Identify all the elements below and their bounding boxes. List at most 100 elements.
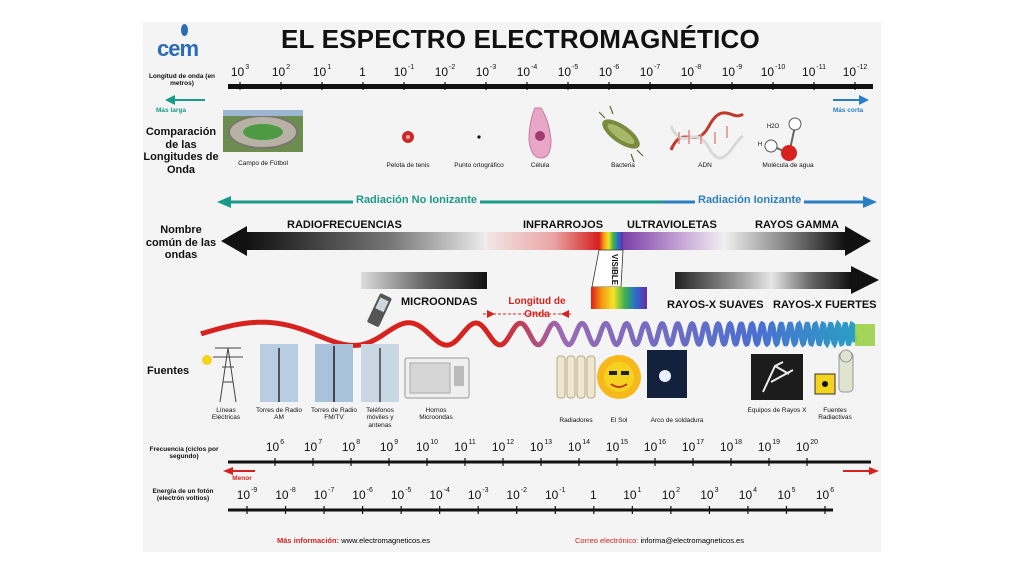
tick-label: 108 xyxy=(341,439,361,454)
mail-label: Correo electrónico: xyxy=(575,536,639,545)
tick-label: 10-5 xyxy=(390,487,412,502)
tick-label: 1016 xyxy=(643,439,667,454)
mail-address[interactable]: informa@electromagneticos.es xyxy=(640,536,744,545)
logo-text: cem xyxy=(157,36,199,61)
tick-label: 10-2 xyxy=(506,487,528,502)
tick-label: 10-4 xyxy=(516,64,538,79)
comparison-label: Comparación de las Longitudes de Onda xyxy=(143,126,219,176)
tick-label: 1019 xyxy=(757,439,781,454)
tick-label: 102 xyxy=(271,64,291,79)
water-h2o-label: H2O xyxy=(766,124,780,130)
non-ionizing-label: Radiación No Ionizante xyxy=(353,194,481,206)
radiator-picture xyxy=(556,355,596,399)
spectrum-poster: cem EL ESPECTRO ELECTROMAGNÉTICO Longitu… xyxy=(143,22,881,552)
tick-label: 101 xyxy=(623,487,642,502)
tick-label: 1014 xyxy=(567,439,591,454)
frequency-axis-ticks xyxy=(274,458,808,466)
bacteria-picture xyxy=(598,105,644,163)
sources-label: Fuentes xyxy=(147,365,190,377)
source-radioactive: Fuentes Radiactivas xyxy=(818,407,852,422)
tick-label: 10-3 xyxy=(467,487,489,502)
page-title: EL ESPECTRO ELECTROMAGNÉTICO xyxy=(281,24,760,54)
footer-mail: Correo electrónico: informa@electromagne… xyxy=(575,536,744,545)
source-fm-tower: Torres de Radio FM/TV xyxy=(311,407,357,422)
tick-label: 10-5 xyxy=(557,64,579,79)
tick-label: 105 xyxy=(777,487,796,502)
energy-axis-ticks xyxy=(246,506,826,514)
tick-label: 1 xyxy=(359,65,366,79)
water-label: Molécula de agua xyxy=(762,162,814,169)
tennis-ball-label: Pelota de tenis xyxy=(386,162,430,169)
phone-picture xyxy=(367,293,392,327)
tick-label: 10-7 xyxy=(639,64,661,79)
non-ionizing-arrowhead xyxy=(217,196,231,208)
wavelength-label: Longitud de onda (en metros) xyxy=(148,73,216,88)
source-sun: El Sol xyxy=(610,417,628,424)
dot-label: Punto ortográfico xyxy=(454,162,504,169)
ultraviolet-band xyxy=(623,232,723,250)
poster-graphics xyxy=(165,82,879,514)
wavelength-marker-label: Longitud de Onda xyxy=(508,296,566,320)
cem-logo: cem xyxy=(155,24,215,66)
cell-picture xyxy=(528,107,552,159)
ultraviolet-label: ULTRAVIOLETAS xyxy=(627,219,717,231)
tick-label: 10-2 xyxy=(434,64,456,79)
source-am-tower: Torres de Radio AM xyxy=(256,407,302,422)
source-microwave: Hornos Microondas xyxy=(419,407,453,422)
tick-label: 10-1 xyxy=(544,487,566,502)
tick-label: 103 xyxy=(700,487,719,502)
radioactive-picture xyxy=(814,349,854,395)
band-left-arrowhead xyxy=(221,226,247,256)
info-label: Más información: xyxy=(277,536,340,545)
water-h-label: H xyxy=(757,142,763,148)
hard-xray-band xyxy=(771,272,851,289)
tick-label: 107 xyxy=(303,439,323,454)
infrared-label: INFRARROJOS xyxy=(523,219,604,231)
footer-info: Más información: www.electromagneticos.e… xyxy=(277,536,430,545)
tick-label: 10-9 xyxy=(721,64,743,79)
tick-label: 10-9 xyxy=(236,487,258,502)
info-url[interactable]: www.electromagneticos.es xyxy=(341,536,430,545)
tick-label: 1 xyxy=(589,488,597,502)
source-xray: Equipos de Rayos X xyxy=(747,407,807,414)
source-power-lines: Líneas Eléctricas xyxy=(211,407,241,422)
tick-label: 102 xyxy=(661,487,680,502)
tick-label: 103 xyxy=(230,64,250,79)
tick-label: 10-7 xyxy=(313,487,335,502)
source-welding: Arco de soldadura xyxy=(650,417,704,424)
stadium-label: Campo de Fútbol xyxy=(238,160,288,167)
gamma-label: RAYOS GAMMA xyxy=(755,219,839,231)
tick-label: 10-4 xyxy=(429,487,450,502)
ionizing-arrowhead xyxy=(863,196,877,208)
tick-label: 109 xyxy=(379,439,399,454)
microwave-band xyxy=(361,272,487,289)
water-molecule-picture xyxy=(764,117,802,161)
dna-label: ADN xyxy=(698,162,712,169)
tick-label: 10-1 xyxy=(393,64,415,79)
power-line-picture xyxy=(202,347,243,403)
visible-band xyxy=(599,232,623,250)
sun-picture xyxy=(597,355,641,399)
dot-picture xyxy=(477,135,481,139)
visible-label: VISIBLE xyxy=(610,254,619,286)
wavelength-axis-bar xyxy=(228,84,873,89)
tick-label: 1017 xyxy=(681,439,705,454)
tick-label: 101 xyxy=(312,64,332,79)
infrared-band xyxy=(487,232,599,250)
tick-label: 104 xyxy=(738,487,758,502)
wave-end xyxy=(855,324,875,346)
shorter-arrow-head xyxy=(859,95,869,105)
common-names-label: Nombre común de las ondas xyxy=(145,224,217,262)
cell-label: Célula xyxy=(530,162,550,169)
tick-label: 1013 xyxy=(529,439,553,454)
tick-label: 1015 xyxy=(605,439,629,454)
tick-label: 10-12 xyxy=(842,64,868,79)
dna-picture xyxy=(669,111,744,160)
microwaves-label: MICROONDAS xyxy=(401,296,478,308)
radio-label: RADIOFRECUENCIAS xyxy=(287,219,402,231)
tick-label: 1011 xyxy=(454,439,476,454)
hard-xray-arrowhead xyxy=(851,266,879,294)
radio-band xyxy=(247,232,487,250)
soft-xray-label: RAYOS-X SUAVES xyxy=(667,299,764,311)
bacteria-label: Bacteria xyxy=(611,162,635,169)
